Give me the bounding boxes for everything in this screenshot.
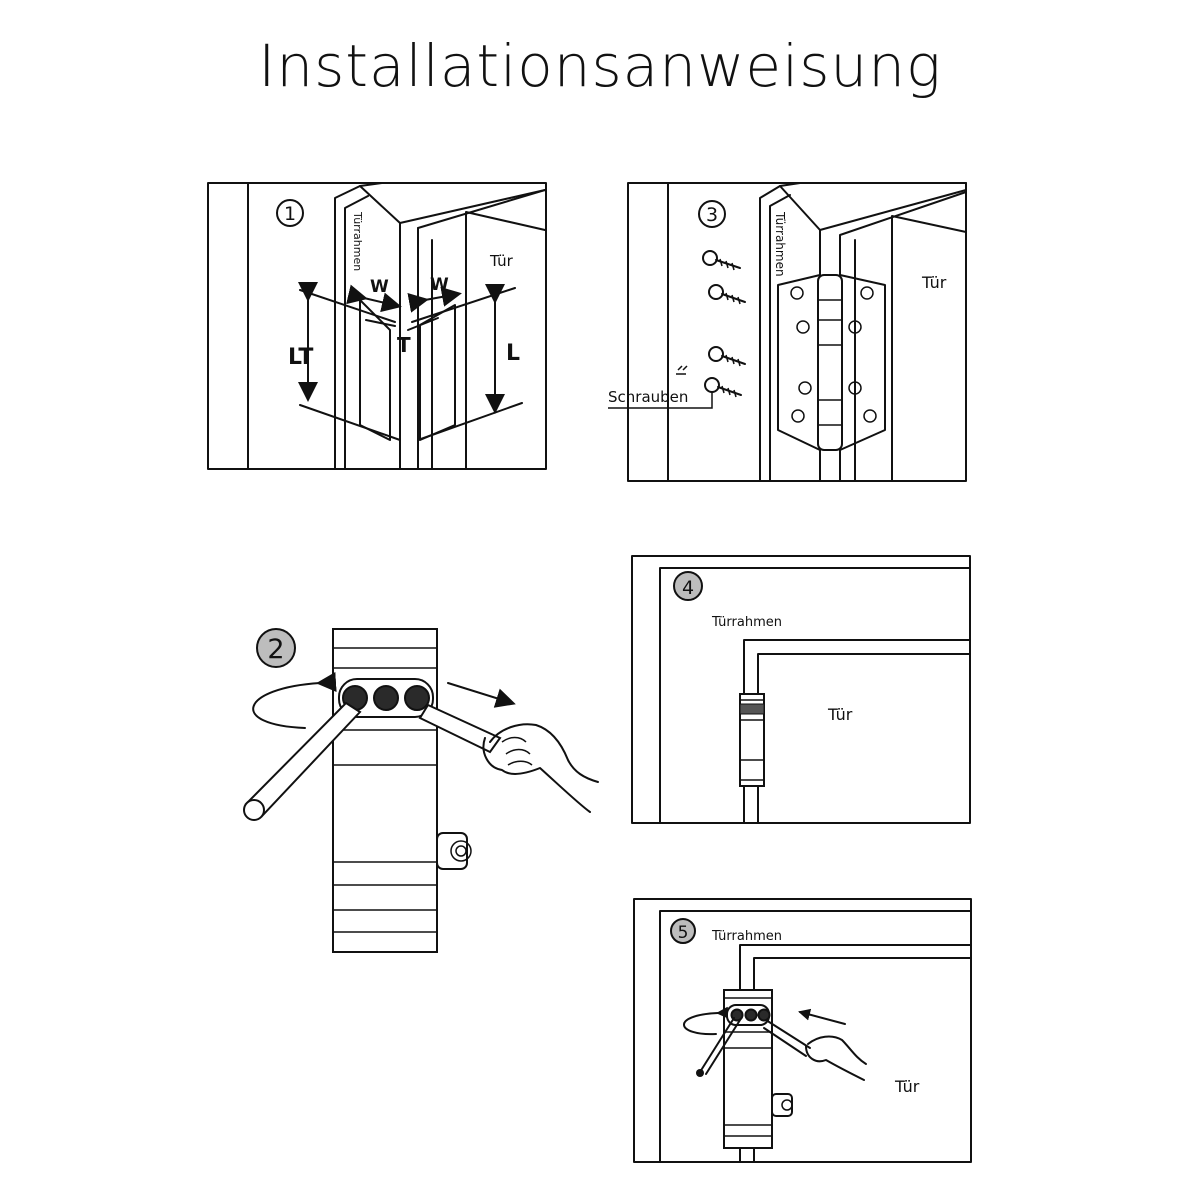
step-5-panel: 5 Türrahmen Tür xyxy=(633,898,972,1163)
step-5-badge xyxy=(670,918,696,944)
screws-label: Schrauben xyxy=(608,388,688,406)
hinge-barrel xyxy=(817,274,843,451)
step-5-border xyxy=(633,898,972,1163)
adjustment-hole-icon xyxy=(404,685,430,711)
step-1-frame-label: Türrahmen xyxy=(351,211,364,271)
step-2-badge xyxy=(256,628,296,668)
hinge-body xyxy=(332,628,438,953)
screw-icon xyxy=(702,250,741,271)
step-1-panel: 1 Türrahmen Tür LT L W W T xyxy=(207,182,547,470)
hinge-pin xyxy=(436,832,468,870)
t-label: T xyxy=(397,333,411,357)
step-2-panel: 2 xyxy=(243,628,599,953)
step-4-door-label: Tür xyxy=(827,705,853,724)
step-1-number: 1 xyxy=(284,203,296,225)
hand-icon xyxy=(482,737,591,813)
screw-icon xyxy=(704,377,742,398)
lt-label: LT xyxy=(288,345,313,370)
hand-icon xyxy=(805,1045,865,1081)
step-4-border xyxy=(631,555,971,824)
step-5-number: 5 xyxy=(678,923,689,943)
step-3-panel: 3 Türrahmen Tür Schrauben xyxy=(608,182,967,482)
step-5-frame-label: Türrahmen xyxy=(711,929,782,944)
w-label-left: W xyxy=(370,277,389,297)
step-4-badge xyxy=(673,571,703,601)
screw-icon xyxy=(708,346,746,367)
tension-rod xyxy=(418,703,502,754)
step-2-number: 2 xyxy=(267,634,284,665)
step-1-badge xyxy=(276,199,304,227)
step-4-panel: 4 Türrahmen Tür xyxy=(631,555,971,824)
step-4-frame-label: Türrahmen xyxy=(711,615,782,630)
adjustment-hole-icon xyxy=(373,685,399,711)
step-3-frame-label: Türrahmen xyxy=(773,211,787,277)
step-3-border xyxy=(627,182,967,482)
step-5-door-label: Tür xyxy=(894,1077,920,1096)
step-4-number: 4 xyxy=(682,577,694,599)
w-label-right: W xyxy=(430,275,449,295)
step-3-number: 3 xyxy=(706,204,718,226)
screw-icon xyxy=(708,284,746,305)
step-3-door-label: Tür xyxy=(921,273,947,292)
l-label: L xyxy=(506,341,520,366)
step-3-badge xyxy=(698,200,726,228)
step-1-door-label: Tür xyxy=(489,252,514,270)
adjustment-hole-icon xyxy=(757,1008,771,1022)
page-title: Installationsanweisung xyxy=(258,32,942,100)
adjustment-hole-icon xyxy=(744,1008,758,1022)
